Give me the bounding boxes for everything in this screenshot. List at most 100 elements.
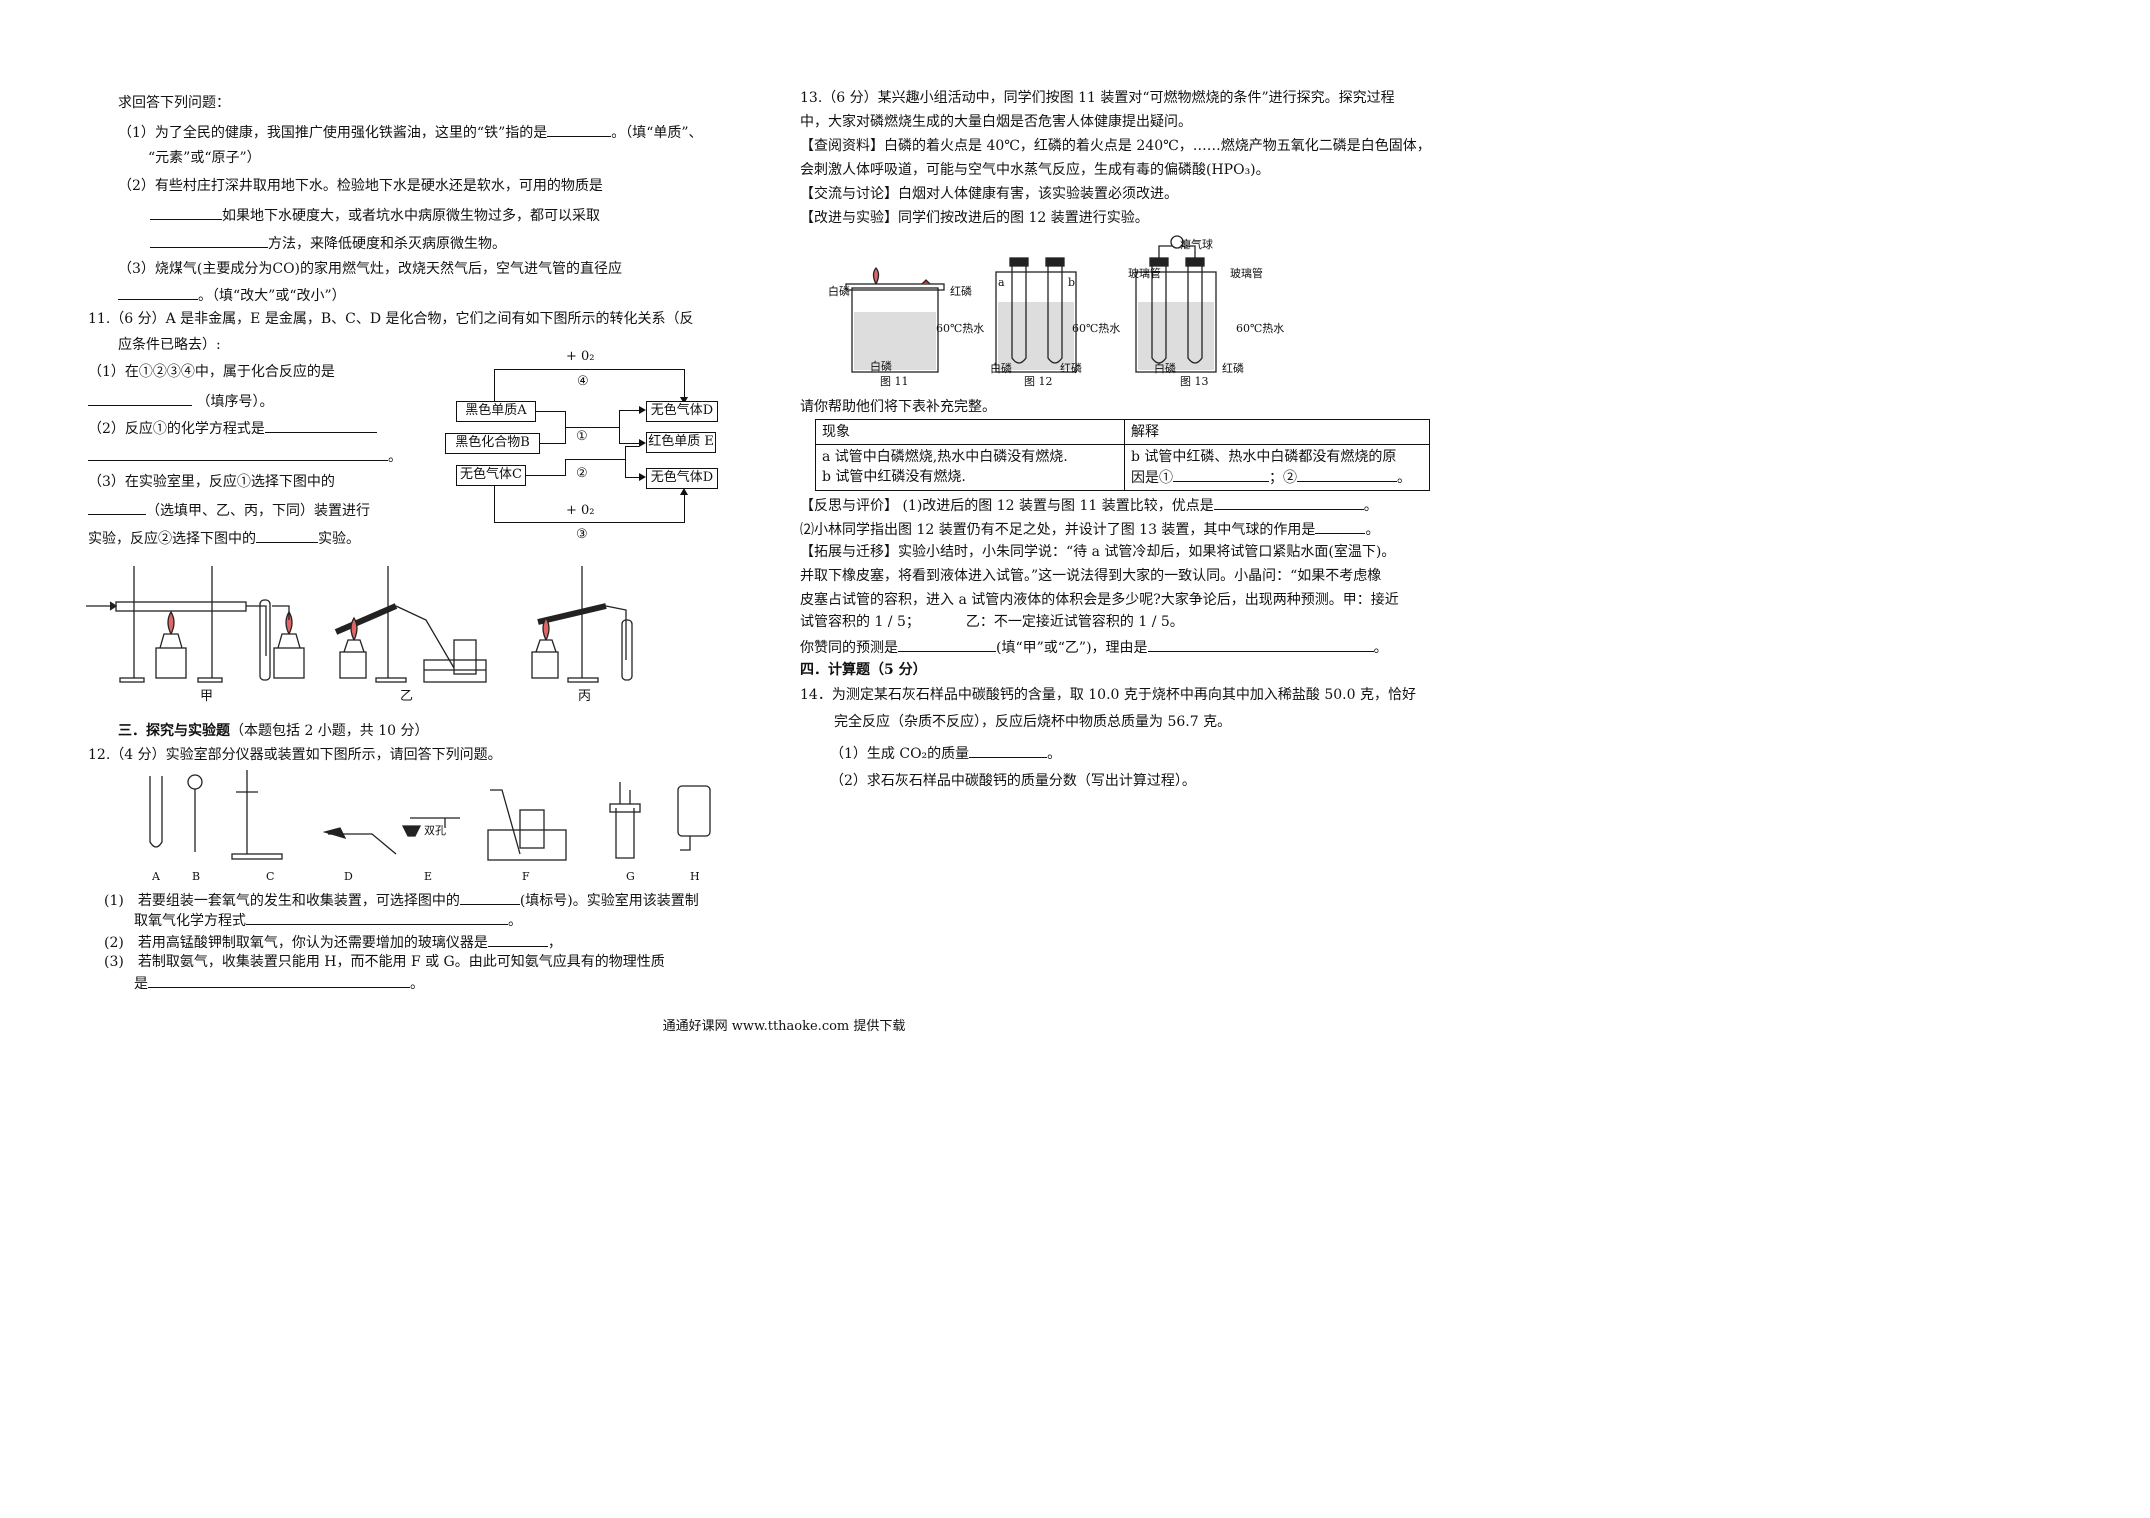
q13-stem-cont: 中，大家对磷燃烧生成的大量白烟是否危害人体健康提出疑问。 xyxy=(800,114,1192,130)
q14-stem-cont: 完全反应（杂质不反应），反应后烧杯中物质总质量为 56.7 克。 xyxy=(834,714,1232,730)
connector-line xyxy=(684,369,685,399)
blank xyxy=(487,932,548,947)
connector-line xyxy=(619,410,639,411)
q11-3-line: （3）在实验室里，反应①选择下图中的 xyxy=(88,474,335,490)
top-o2-label: + 0₂ xyxy=(566,349,595,364)
q10-3-cont: 。（填“改大”或“改小”） xyxy=(118,285,346,305)
blank xyxy=(264,418,377,433)
label-water-11: 60℃热水 xyxy=(936,322,985,335)
phenomenon-table: 现象 解释 a 试管中白磷燃烧,热水中白磷没有燃烧. b 试管中红磷没有燃烧. … xyxy=(815,419,1430,491)
label-white-p-12: 白磷 xyxy=(990,362,1012,375)
label-red-p-11: 红磷 xyxy=(950,285,972,298)
q13-extension-cont2: 皮塞占试管的容积，进入 a 试管内液体的体积会是多少呢?大家争论后，出现两种预测… xyxy=(800,592,1399,608)
apparatus-label-bing: 丙 xyxy=(578,689,592,704)
reaction-4-label: ④ xyxy=(577,374,589,389)
apparatus-label-yi: 乙 xyxy=(400,689,414,704)
q11-stem: 11.（6 分）A 是非金属，E 是金属，B、C、D 是化合物，它们之间有如下图… xyxy=(88,311,694,327)
blank xyxy=(88,446,388,461)
explanation-cell: b 试管中红磷、热水中白磷都没有燃烧的原 因是①；②。 xyxy=(1124,444,1430,491)
blank xyxy=(246,910,508,925)
connector-line xyxy=(625,446,626,478)
arrow-head xyxy=(639,439,646,447)
blank xyxy=(1297,467,1397,482)
blank xyxy=(118,285,198,300)
caption-fig11: 图 11 xyxy=(880,375,909,388)
q13-reflection: 【反思与评价】 (1)改进后的图 12 装置与图 11 装置比较，优点是。 xyxy=(800,495,1378,515)
bottom-o2-label: + 0₂ xyxy=(566,503,595,518)
letter-a: A xyxy=(152,870,160,883)
q12-1-cont: 取氧气化学方程式。 xyxy=(134,910,522,930)
letter-g: G xyxy=(626,870,635,883)
label-b: b xyxy=(1068,276,1076,289)
box-gas-c: 无色气体C xyxy=(456,465,526,486)
label-white-p-11: 白磷 xyxy=(828,285,850,298)
phenomenon-cell: a 试管中白磷燃烧,热水中白磷没有燃烧. b 试管中红磷没有燃烧. xyxy=(815,444,1125,491)
label-red-p-12: 红磷 xyxy=(1060,362,1082,375)
blank xyxy=(1147,637,1374,652)
q10-2-line: （2）有些村庄打深井取用地下水。检验地下水是硬水还是软水，可用的物质是 xyxy=(118,178,603,194)
letter-f: F xyxy=(522,870,530,883)
arrow-head xyxy=(680,488,688,495)
instruments-illustration xyxy=(149,770,711,861)
q11-stem-cont: 应条件已略去）: xyxy=(118,337,221,353)
q13-stem: 13.（6 分）某兴趣小组活动中，同学们按图 11 装置对“可燃物燃烧的条件”进… xyxy=(800,90,1395,106)
q12-3-line: (3) 若制取氨气，收集装置只能用 H，而不能用 F 或 G。由此可知氨气应具有… xyxy=(104,954,665,970)
box-black-element-a: 黑色单质A xyxy=(456,401,536,422)
reaction-2-label: ② xyxy=(576,466,588,481)
blank xyxy=(256,528,318,543)
connector-line xyxy=(625,446,639,447)
label-red-p-13: 红磷 xyxy=(1222,362,1244,375)
q12-stem: 12.（4 分）实验室部分仪器或装置如下图所示，请回答下列问题。 xyxy=(88,747,502,763)
q13-data-cont: 会刺激人体呼吸道，可能与空气中水蒸气反应，生成有毒的偏磷酸(HPO₃)。 xyxy=(800,162,1270,178)
box-gas-d-bottom: 无色气体D xyxy=(646,468,718,489)
section-4-heading: 四．计算题（5 分） xyxy=(800,662,927,678)
box-black-compound-b: 黑色化合物B xyxy=(445,433,540,454)
blank xyxy=(459,890,520,905)
connector-line xyxy=(535,411,565,412)
intro-text: 求回答下列问题： xyxy=(118,95,230,111)
connector-line xyxy=(494,369,684,370)
connector-line xyxy=(494,485,495,522)
letter-b: B xyxy=(192,870,201,883)
section-3-heading: 三．探究与实验题（本题包括 2 小题，共 10 分） xyxy=(118,723,429,739)
letter-h: H xyxy=(690,870,700,883)
q14-2-line: （2）求石灰石样品中碳酸钙的质量分数（写出计算过程）。 xyxy=(830,773,1196,789)
label-white-p-11b: 白磷 xyxy=(870,360,892,373)
arrow-head xyxy=(680,397,688,404)
blank xyxy=(1173,467,1269,482)
connector-line xyxy=(684,494,685,523)
blank xyxy=(1315,519,1366,534)
q13-discussion: 【交流与讨论】白烟对人体健康有害，该实验装置必须改进。 xyxy=(800,186,1178,202)
blank xyxy=(88,500,146,515)
label-glass-tube-right: 玻璃管 xyxy=(1230,267,1263,280)
q11-1-line: （1）在①②③④中，属于化合反应的是 xyxy=(88,364,335,380)
q11-3-cont2: 实验，反应②选择下图中的实验。 xyxy=(88,528,360,548)
q11-2-line: （2）反应①的化学方程式是 xyxy=(88,418,377,438)
label-water-13: 60℃热水 xyxy=(1236,322,1285,335)
connector-line xyxy=(565,459,625,460)
box-red-element-e: 红色单质 E xyxy=(646,432,716,453)
q10-2-cont2: 方法，来降低硬度和杀灭病原微生物。 xyxy=(150,233,506,253)
label-balloon: 瘪气球 xyxy=(1180,238,1213,251)
connector-line xyxy=(494,369,495,407)
caption-fig13: 图 13 xyxy=(1180,375,1209,388)
q13-agree-line: 你赞同的预测是(填“甲”或“乙”)，理由是。 xyxy=(800,637,1388,657)
q14-1-line: （1）生成 CO₂的质量。 xyxy=(830,743,1061,763)
q12-2-line: (2) 若用高锰酸钾制取氧气，你认为还需要增加的玻璃仪器是， xyxy=(104,932,562,952)
label-glass-tube-left: 玻璃管 xyxy=(1128,267,1161,280)
arrow-head xyxy=(639,473,646,481)
q11-3-cont: （选填甲、乙、丙，下同）装置进行 xyxy=(88,500,370,520)
q13-extension: 【拓展与迁移】实验小结时，小朱同学说：“待 a 试管冷却后，如果将试管口紧贴水面… xyxy=(800,544,1396,560)
connector-line xyxy=(565,459,566,476)
arrow-head xyxy=(639,406,646,414)
combustion-figures xyxy=(845,235,1217,373)
blank xyxy=(1213,495,1364,510)
label-a: a xyxy=(998,276,1005,289)
connector-line xyxy=(619,410,620,444)
blank xyxy=(88,391,192,406)
table-row: a 试管中白磷燃烧,热水中白磷没有燃烧. b 试管中红磷没有燃烧. b 试管中红… xyxy=(815,444,1430,491)
box-gas-d-top: 无色气体D xyxy=(646,401,718,422)
blank xyxy=(150,233,268,248)
blank xyxy=(898,637,996,652)
q10-2-cont: 如果地下水硬度大，或者坑水中病原微生物过多，都可以采取 xyxy=(150,205,600,225)
